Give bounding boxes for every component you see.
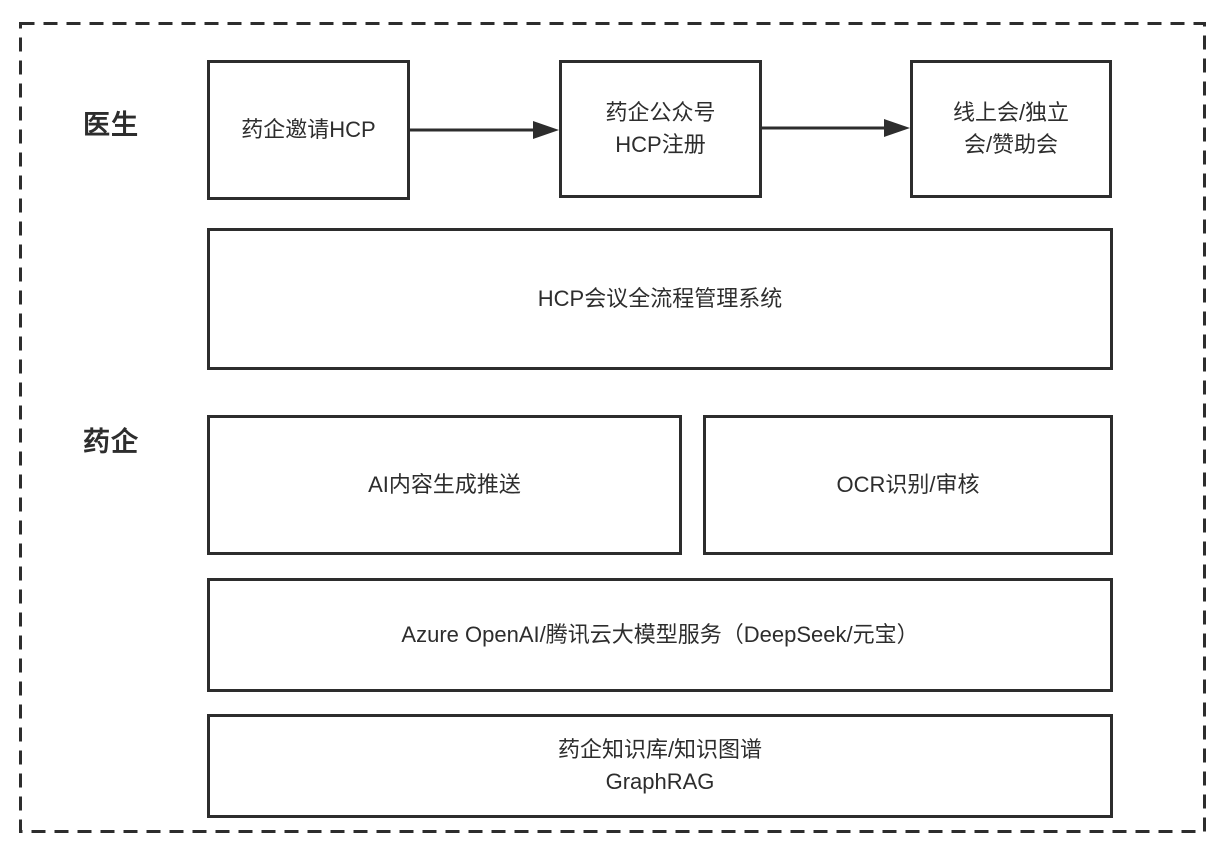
arrow-register-to-meeting: [762, 119, 910, 137]
node-online-independent-sponsored-meetings: 线上会/独立 会/赞助会: [910, 60, 1112, 198]
lane-label-doctor: 医生: [83, 110, 139, 140]
node-hcp-meeting-management-system: HCP会议全流程管理系统: [207, 228, 1113, 370]
node-azure-openai-tencent-llm-service: Azure OpenAI/腾讯云大模型服务（DeepSeek/元宝）: [207, 578, 1113, 692]
lane-label-pharma: 药企: [83, 427, 139, 457]
node-pharma-knowledge-base-graphrag: 药企知识库/知识图谱 GraphRAG: [207, 714, 1113, 818]
arrow-invite-to-register: [410, 121, 559, 139]
node-ai-content-generation-push: AI内容生成推送: [207, 415, 682, 555]
node-official-account-hcp-register: 药企公众号 HCP注册: [559, 60, 762, 198]
node-ocr-recognition-review: OCR识别/审核: [703, 415, 1113, 555]
node-pharma-invites-hcp: 药企邀请HCP: [207, 60, 410, 200]
